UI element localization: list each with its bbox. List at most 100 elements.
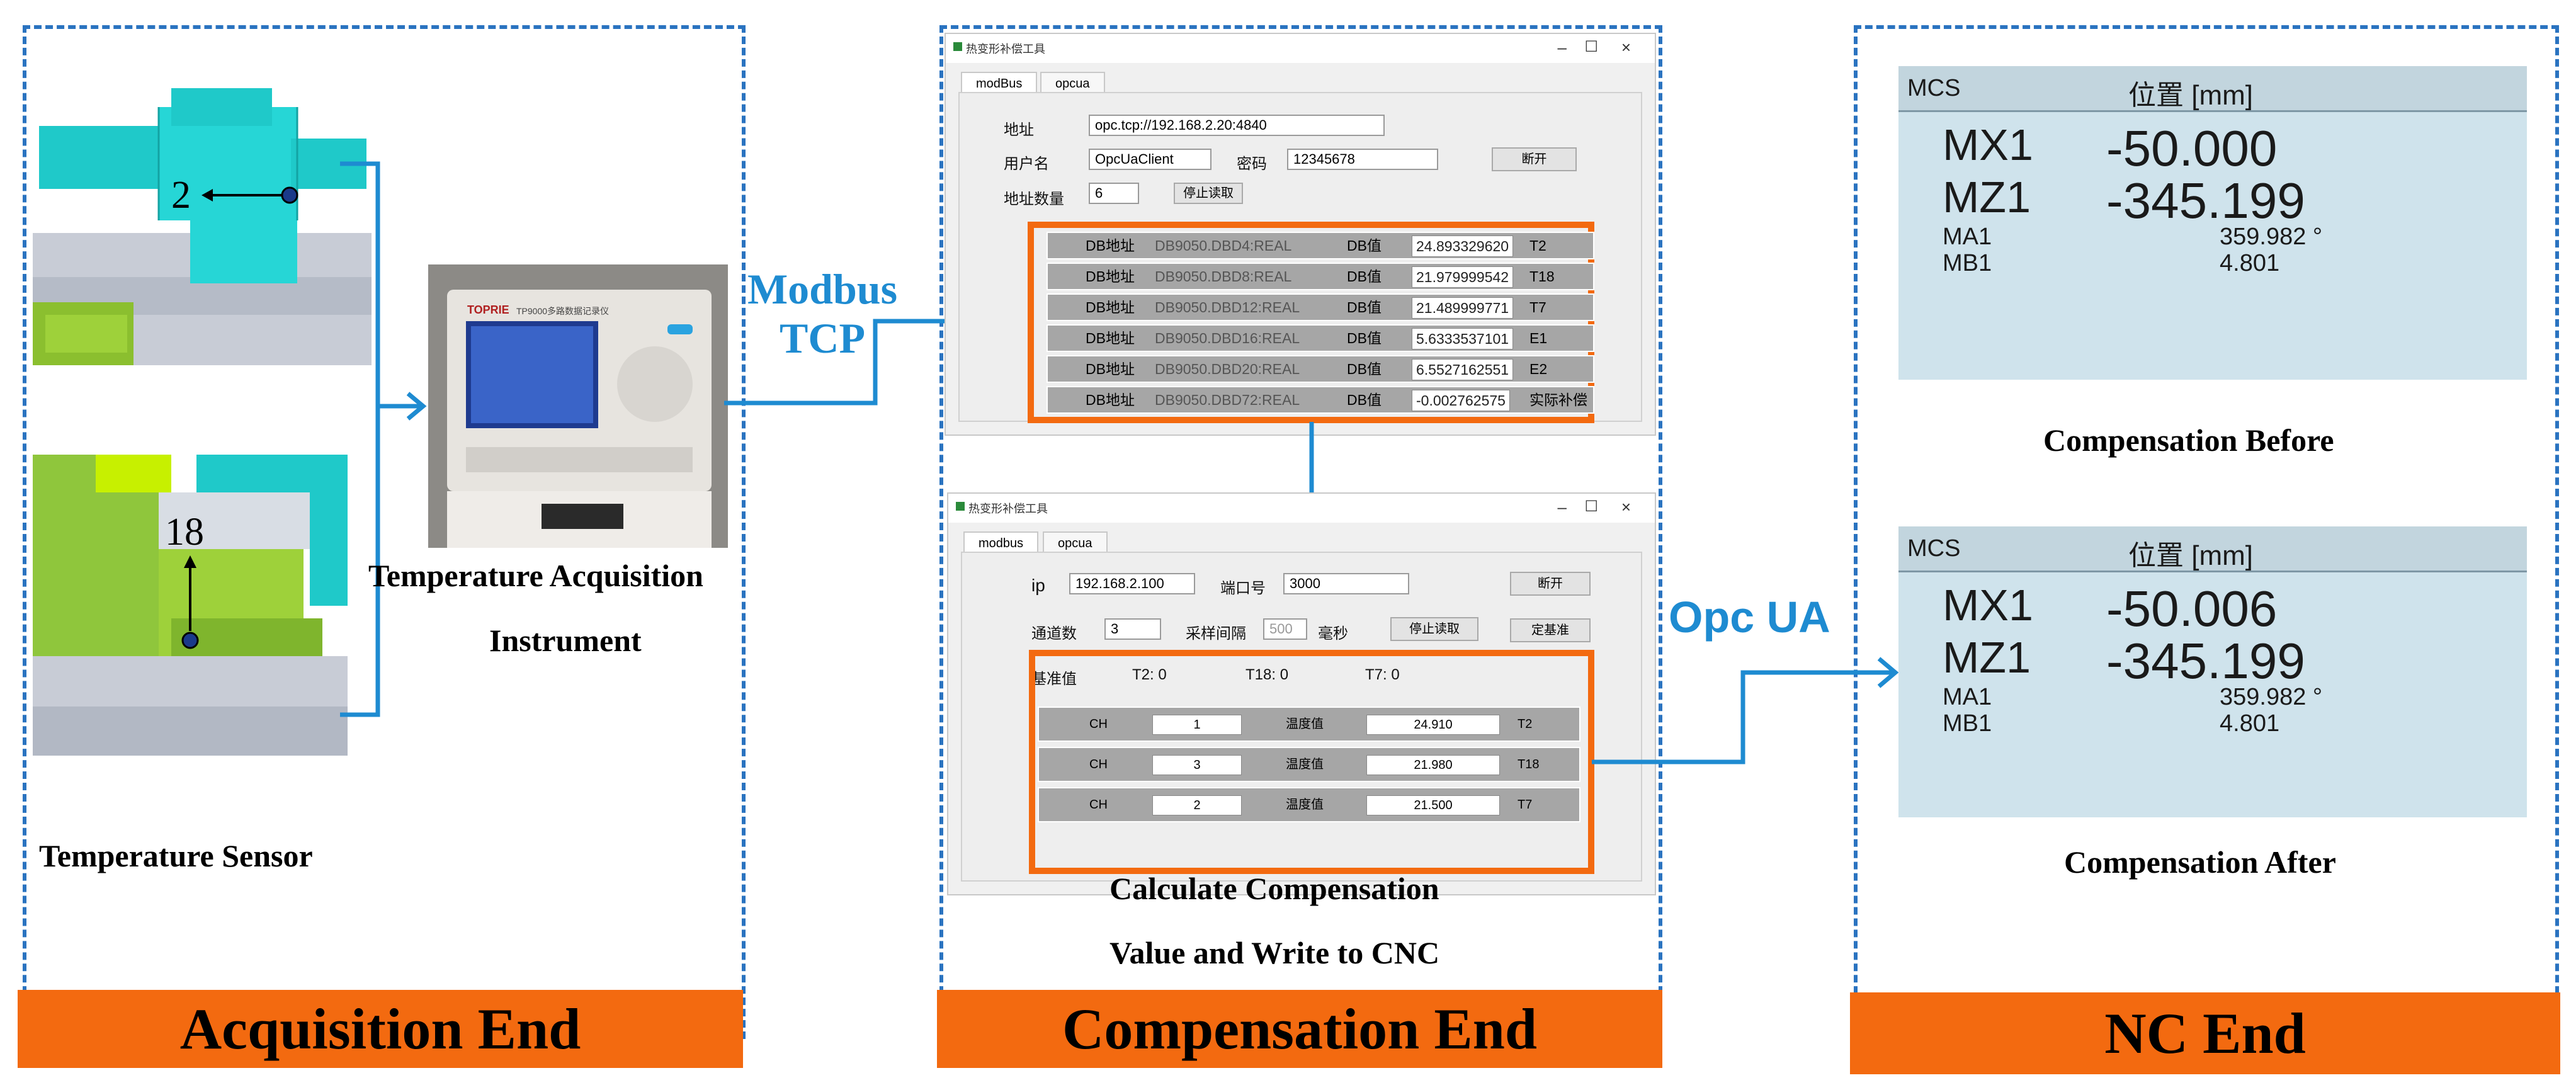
username-field[interactable]: OpcUaClient (1089, 149, 1211, 170)
tab-modbus[interactable]: modbus (963, 531, 1039, 554)
temperature-field[interactable]: 21.980 (1366, 755, 1500, 775)
nc-axis-value: 359.982 ° (2220, 224, 2323, 250)
db-address-value: DB9050.DBD16:REAL (1155, 330, 1300, 346)
temperature-label: 温度值 (1286, 798, 1324, 812)
db-tag: E2 (1529, 361, 1548, 377)
baseline-label: 基准值 (1031, 671, 1077, 688)
db-value-label: DB值 (1347, 268, 1382, 285)
stop-reading-button[interactable]: 停止读取 (1390, 617, 1478, 641)
channel-tag: T2 (1518, 717, 1533, 731)
minimize-icon[interactable]: – (1557, 38, 1567, 57)
app-icon (953, 42, 962, 51)
db-address-value: DB9050.DBD12:REAL (1155, 299, 1300, 315)
minimize-icon[interactable]: – (1557, 497, 1567, 516)
modbus-window-titlebar: 热变形补偿工具 – ☐ × (948, 494, 1655, 523)
sensor-marker-18-label: 18 (165, 511, 204, 554)
disconnect-button[interactable]: 断开 (1510, 572, 1591, 596)
sensor-to-instrument-connector (340, 161, 427, 717)
ip-label: ip (1031, 576, 1045, 595)
db-tag: T18 (1529, 268, 1555, 285)
db-value-field[interactable]: 24.893329620 (1412, 236, 1514, 257)
maximize-icon[interactable]: ☐ (1584, 498, 1598, 515)
username-label: 用户名 (1004, 156, 1049, 173)
opcua-arrow (1592, 657, 1899, 764)
opcua-window-title: 热变形补偿工具 (966, 43, 1045, 55)
maximize-icon[interactable]: ☐ (1584, 38, 1598, 55)
address-label: 地址 (1004, 122, 1034, 139)
disconnect-button[interactable]: 断开 (1492, 147, 1577, 171)
db-address-value: DB9050.DBD4:REAL (1155, 237, 1292, 254)
sensor-marker-18-arrow (181, 555, 199, 649)
temperature-field[interactable]: 21.500 (1366, 795, 1500, 815)
modbus-tcp-line1: Modbus (747, 265, 898, 313)
opcua-window-titlebar: 热变形补偿工具 – ☐ × (946, 34, 1655, 63)
nc-axis-value: 4.801 (2220, 710, 2280, 737)
nc-before-header: MCS 位置 [mm] (1898, 66, 2527, 112)
sampling-interval-field[interactable]: 500 (1263, 618, 1307, 640)
db-address-label: DB地址 (1086, 268, 1135, 285)
db-value-label: DB值 (1347, 361, 1382, 377)
db-value-field[interactable]: 5.6333537101 (1412, 328, 1514, 349)
nc-axis-label: MA1 (1943, 224, 1992, 250)
password-label: 密码 (1237, 156, 1267, 173)
channel-field[interactable]: 1 (1152, 715, 1242, 735)
machine-image-bottom: 18 (33, 455, 348, 756)
db-tag: E1 (1529, 330, 1548, 346)
channel-label: CH (1089, 717, 1108, 731)
baseline-t2: T2: 0 (1132, 666, 1167, 683)
temperature-sensor-caption: Temperature Sensor (39, 838, 313, 873)
instrument-caption-line2: Instrument (489, 623, 642, 658)
db-value-field[interactable]: 21.979999542 (1412, 266, 1514, 288)
port-field[interactable]: 3000 (1283, 573, 1409, 594)
nc-axis-value: -50.000 (2106, 120, 2278, 176)
instrument-caption-line1: Temperature Acquisition (368, 558, 703, 593)
close-icon[interactable]: × (1621, 38, 1631, 57)
temperature-label: 温度值 (1286, 758, 1324, 771)
db-value-label: DB值 (1347, 299, 1382, 315)
nc-after-header: MCS 位置 [mm] (1898, 526, 2527, 572)
db-values-highlight (1028, 222, 1594, 423)
instrument-model: TP9000多路数据记录仪 (516, 306, 610, 316)
db-value-field[interactable]: 21.489999771 (1412, 297, 1514, 319)
sensor-marker-18: 18 (165, 510, 204, 555)
channel-tag: T7 (1518, 798, 1533, 812)
nc-axis-label: MA1 (1943, 684, 1992, 710)
channel-field[interactable]: 2 (1152, 795, 1242, 815)
nc-after-position-title: 位置 [mm] (2128, 540, 2253, 571)
temperature-field[interactable]: 24.910 (1366, 715, 1500, 735)
tab-opcua[interactable]: opcua (1043, 531, 1108, 554)
channel-count-field[interactable]: 3 (1104, 618, 1161, 640)
db-address-value: DB9050.DBD20:REAL (1155, 361, 1300, 377)
modbus-window-title: 热变形补偿工具 (968, 502, 1048, 515)
close-icon[interactable]: × (1621, 497, 1631, 516)
nc-axis-label: MX1 (1943, 581, 2033, 630)
db-value-field[interactable]: -0.002762575 (1412, 390, 1510, 411)
modbus-tcp-line2: TCP (780, 314, 865, 363)
opcua-label: Opc UA (1669, 593, 1830, 642)
address-field[interactable]: opc.tcp://192.168.2.20:4840 (1089, 115, 1385, 136)
channel-field[interactable]: 3 (1152, 755, 1242, 775)
tab-modbus[interactable]: modBus (961, 72, 1038, 94)
stop-reading-button[interactable]: 停止读取 (1174, 183, 1243, 204)
nc-before-position-title: 位置 [mm] (2128, 80, 2253, 111)
password-field[interactable]: 12345678 (1287, 149, 1438, 170)
compensation-caption-line2: Value and Write to CNC (1109, 935, 1440, 970)
address-count-field[interactable]: 6 (1089, 183, 1139, 204)
instrument-brand: TOPRIE (467, 304, 509, 316)
sensor-marker-2: 2 (171, 173, 191, 218)
modbus-tcp-label: Modbus TCP (747, 264, 898, 363)
app-icon (956, 502, 965, 511)
db-value-field[interactable]: 6.5527162551 (1412, 359, 1514, 380)
tab-opcua[interactable]: opcua (1040, 72, 1105, 94)
ip-field[interactable]: 192.168.2.100 (1069, 573, 1195, 594)
compensation-after-caption: Compensation After (2064, 844, 2336, 880)
set-baseline-button[interactable]: 定基准 (1510, 618, 1591, 642)
